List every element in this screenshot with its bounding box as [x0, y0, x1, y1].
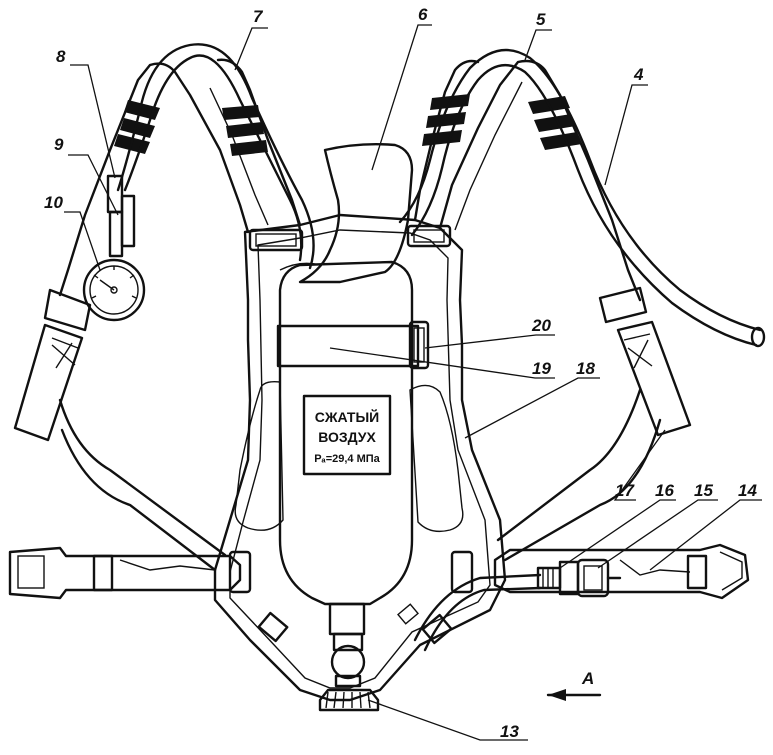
gauge-hose	[116, 43, 315, 270]
cylinder-cover	[279, 143, 414, 284]
callout-14: 14	[738, 481, 757, 500]
callout-4: 4	[633, 65, 644, 84]
air-cylinder	[276, 260, 420, 606]
lumbar-pads	[234, 380, 464, 533]
callout-17: 17	[615, 481, 635, 500]
cylinder-valve	[318, 602, 380, 712]
callout-16: 16	[655, 481, 674, 500]
callout-5: 5	[536, 10, 546, 29]
valve-knurl	[325, 691, 371, 709]
view-arrow-label: A	[581, 669, 594, 688]
callout-10: 10	[44, 193, 63, 212]
backplate	[213, 213, 507, 702]
hose-coupling	[536, 558, 622, 598]
callout-6: 6	[418, 5, 428, 24]
cylinder-label-text: СЖАТЫЙ ВОЗДУХ Pₐ=29,4 МПа	[314, 408, 380, 465]
callout-13: 13	[500, 722, 519, 741]
demand-hose	[398, 48, 766, 348]
callout-8: 8	[56, 47, 66, 66]
right-strap-end	[598, 286, 692, 437]
callout-19: 19	[532, 359, 551, 378]
pressure-gauge	[82, 174, 146, 322]
lower-hose	[413, 573, 542, 652]
callout-9: 9	[54, 135, 64, 154]
gauge-ticks	[91, 266, 137, 299]
callout-labels: 4 5 6 7 8 9 10 13 14 15 16 17 18 19 20	[44, 5, 757, 741]
bottom-loops	[257, 603, 453, 645]
waist-belt-left	[8, 546, 252, 600]
strap-buckles-top	[248, 224, 452, 252]
cylinder-label-plate	[302, 394, 392, 476]
leader-lines	[64, 24, 762, 741]
label-pressure: Pₐ=29,4 МПа	[314, 453, 380, 465]
callout-20: 20	[531, 316, 551, 335]
callout-15: 15	[694, 481, 713, 500]
cylinder-clamp	[408, 320, 430, 370]
label-line-1: СЖАТЫЙ	[315, 408, 380, 425]
hip-belt-straps	[58, 388, 662, 572]
label-line-2: ВОЗДУХ	[318, 429, 376, 445]
left-strap-end	[13, 288, 92, 442]
callout-18: 18	[576, 359, 595, 378]
strap-bands	[114, 94, 582, 156]
view-arrow-a: A	[546, 669, 602, 701]
callout-7: 7	[253, 7, 264, 26]
